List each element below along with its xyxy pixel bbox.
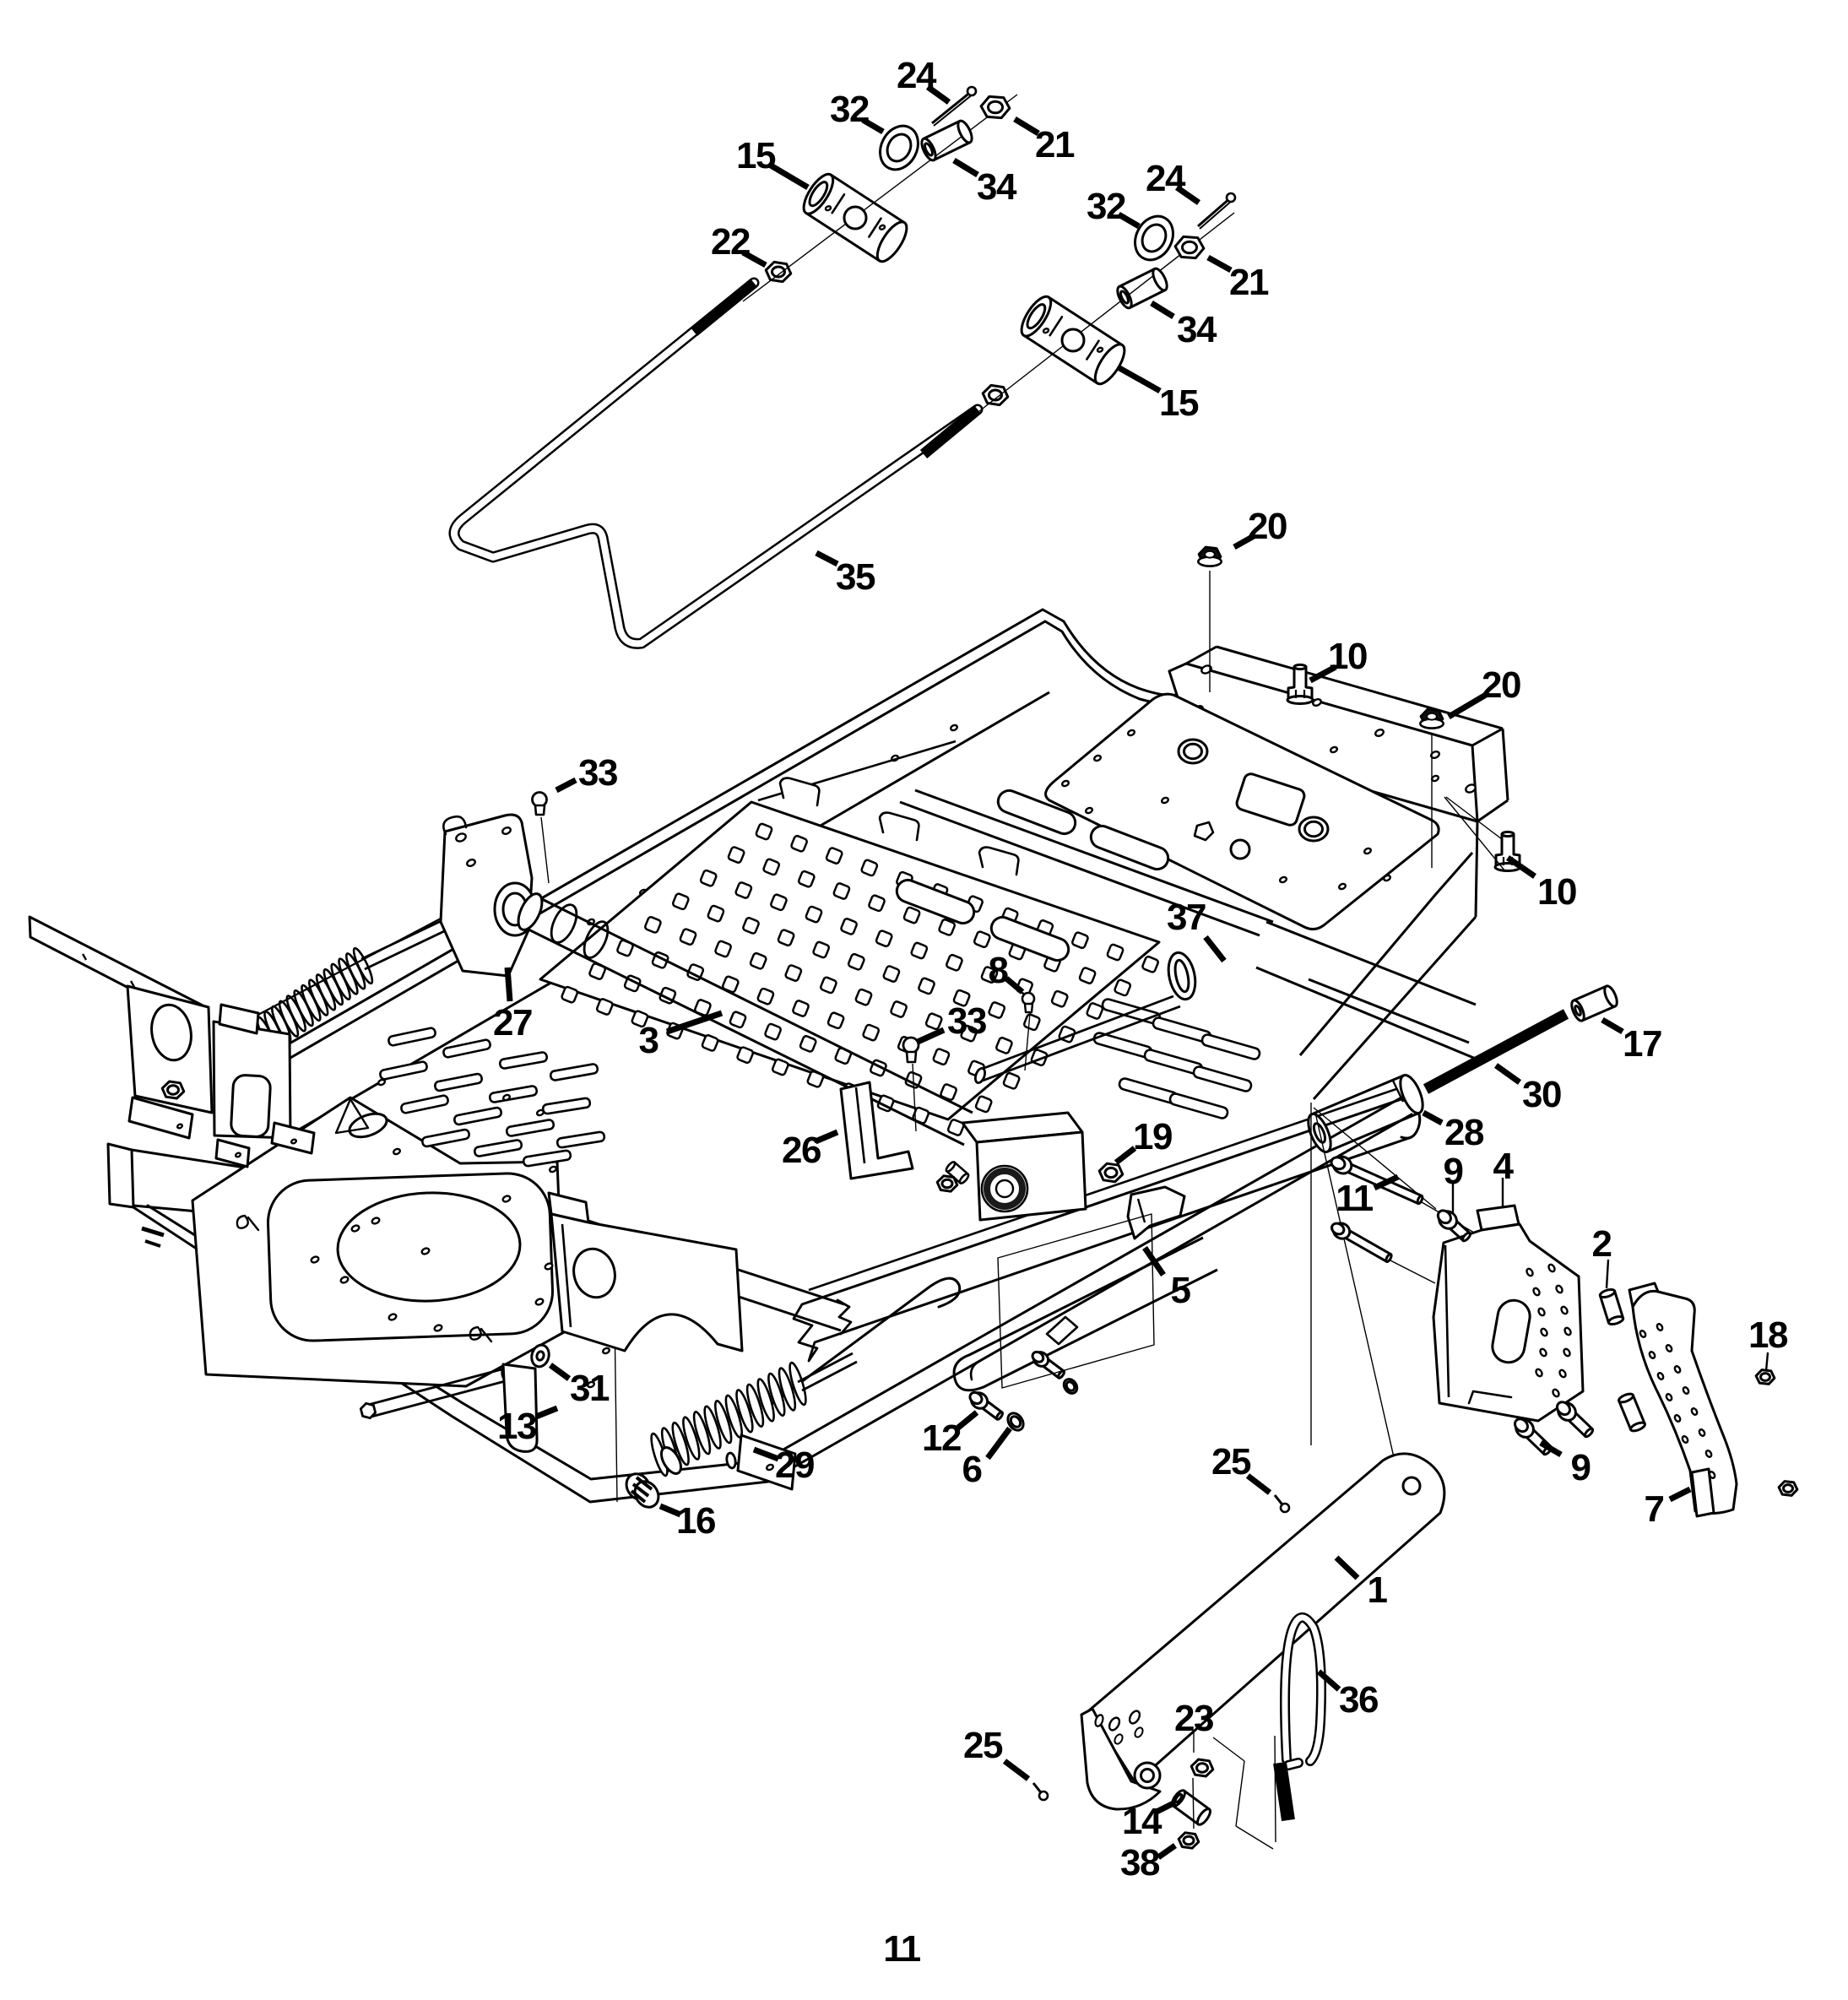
svg-text:9: 9 — [1571, 1447, 1591, 1488]
svg-text:15: 15 — [736, 135, 776, 176]
svg-text:17: 17 — [1623, 1023, 1661, 1065]
svg-text:16: 16 — [676, 1500, 715, 1542]
svg-text:37: 37 — [1167, 897, 1206, 938]
svg-text:6: 6 — [962, 1449, 982, 1490]
svg-text:27: 27 — [493, 1002, 532, 1043]
svg-text:33: 33 — [947, 1000, 986, 1042]
svg-text:31: 31 — [570, 1368, 610, 1409]
svg-text:32: 32 — [1087, 186, 1125, 227]
svg-text:38: 38 — [1120, 1842, 1160, 1883]
svg-text:25: 25 — [963, 1725, 1003, 1766]
svg-text:8: 8 — [989, 950, 1009, 991]
svg-text:32: 32 — [830, 89, 869, 130]
svg-text:2: 2 — [1592, 1223, 1612, 1265]
svg-text:15: 15 — [1159, 382, 1199, 424]
svg-text:22: 22 — [711, 221, 750, 263]
svg-text:20: 20 — [1248, 506, 1287, 547]
svg-text:10: 10 — [1537, 871, 1576, 913]
svg-text:21: 21 — [1229, 262, 1269, 303]
svg-text:11: 11 — [883, 1928, 921, 1970]
svg-text:25: 25 — [1211, 1441, 1251, 1482]
svg-text:35: 35 — [836, 556, 875, 598]
svg-text:20: 20 — [1482, 664, 1520, 706]
svg-text:33: 33 — [578, 752, 617, 794]
svg-text:9: 9 — [1444, 1151, 1463, 1192]
svg-text:34: 34 — [1177, 309, 1217, 350]
svg-text:34: 34 — [977, 166, 1017, 208]
svg-text:4: 4 — [1493, 1146, 1515, 1187]
svg-text:28: 28 — [1444, 1112, 1484, 1153]
svg-text:23: 23 — [1174, 1698, 1213, 1739]
svg-text:18: 18 — [1748, 1314, 1788, 1356]
svg-text:1: 1 — [1368, 1569, 1388, 1611]
svg-text:13: 13 — [497, 1406, 536, 1447]
svg-text:36: 36 — [1339, 1679, 1378, 1721]
svg-text:3: 3 — [639, 1020, 658, 1061]
svg-text:29: 29 — [775, 1444, 814, 1486]
svg-text:11: 11 — [1336, 1178, 1374, 1219]
svg-text:5: 5 — [1171, 1270, 1191, 1311]
svg-text:30: 30 — [1522, 1074, 1561, 1115]
svg-text:7: 7 — [1645, 1488, 1664, 1530]
svg-text:26: 26 — [782, 1130, 821, 1171]
svg-text:21: 21 — [1035, 124, 1075, 165]
svg-text:12: 12 — [922, 1417, 961, 1459]
svg-text:19: 19 — [1133, 1116, 1172, 1157]
svg-text:14: 14 — [1122, 1801, 1162, 1842]
